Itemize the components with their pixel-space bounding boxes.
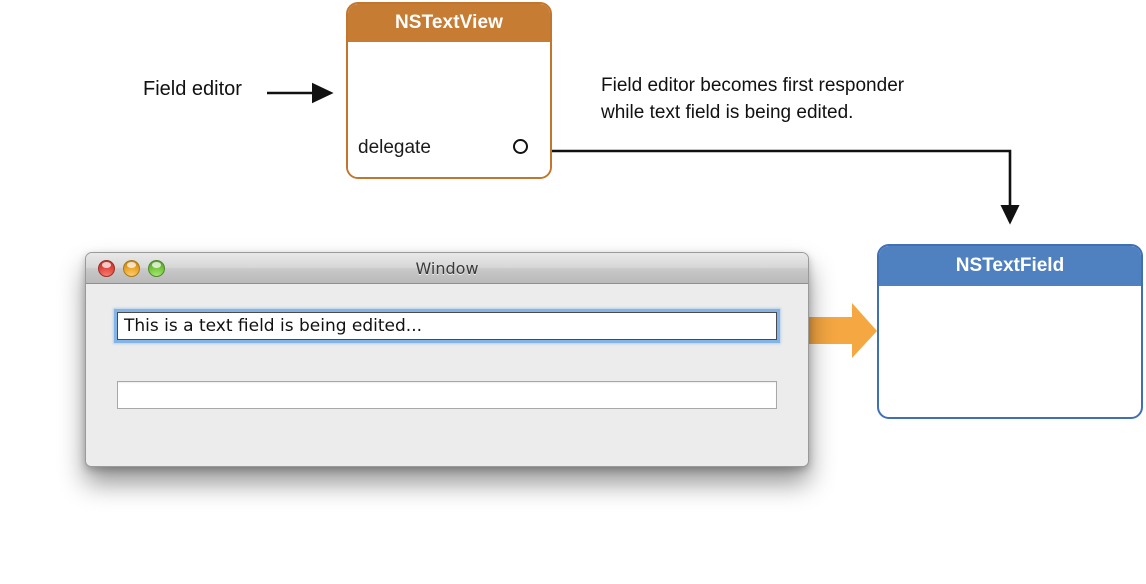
close-button[interactable] — [98, 259, 115, 277]
minimize-button[interactable] — [123, 259, 140, 277]
window-title: Window — [415, 258, 479, 278]
nstextview-body: delegate — [348, 42, 550, 177]
traffic-light-group — [98, 259, 165, 277]
window-titlebar[interactable]: Window — [86, 253, 808, 284]
nstextview-object-box: NSTextView delegate — [346, 2, 552, 179]
callout-line-2: while text field is being edited. — [601, 102, 854, 123]
window-content-area: This is a text field is being edited... — [86, 284, 808, 466]
nstextfield-class-title: NSTextField — [879, 246, 1141, 286]
delegate-outlet-label: delegate — [358, 137, 431, 158]
connection-socket-icon[interactable] — [513, 139, 528, 154]
zoom-button[interactable] — [148, 259, 165, 277]
empty-text-field[interactable] — [117, 381, 777, 409]
nstextfield-object-box: NSTextField — [877, 244, 1143, 419]
focused-text-field-value: This is a text field is being edited... — [124, 316, 423, 336]
field-editor-annotation: Field editor — [143, 78, 242, 100]
first-responder-callout: Field editor becomes first responder whi… — [601, 72, 904, 126]
delegate-connector-line — [529, 149, 1020, 225]
callout-line-1: Field editor becomes first responder — [601, 75, 905, 96]
nstextview-class-title: NSTextView — [348, 4, 550, 42]
focused-text-field[interactable]: This is a text field is being edited... — [117, 312, 777, 340]
macos-window: Window This is a text field is being edi… — [85, 252, 809, 467]
